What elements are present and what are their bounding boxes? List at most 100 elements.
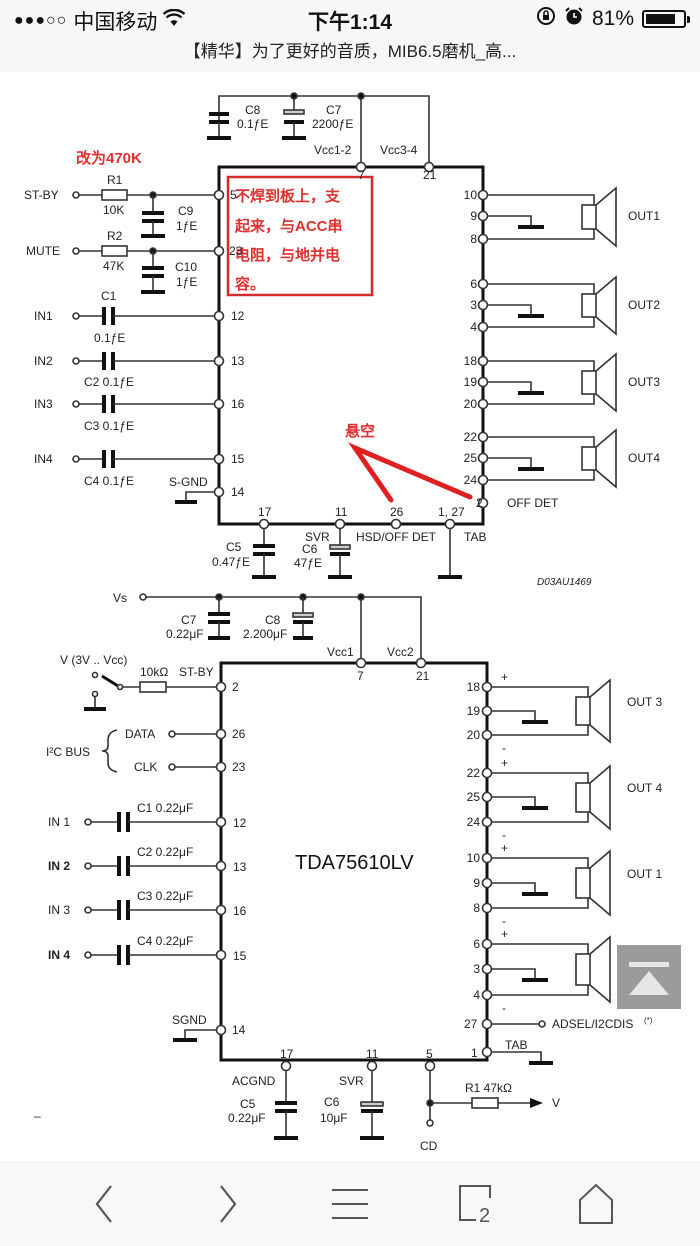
c10-value: 1ƒE bbox=[176, 275, 197, 289]
r1-name: R1 bbox=[107, 173, 123, 187]
speaker-icon bbox=[581, 293, 597, 318]
menu-button[interactable] bbox=[320, 1179, 380, 1229]
tabs-count: 2 bbox=[479, 1205, 490, 1226]
annotation-arrow bbox=[348, 442, 473, 503]
pin-number: 6 bbox=[470, 277, 477, 291]
pin-terminal bbox=[477, 452, 489, 464]
browser-toolbar: 2 bbox=[0, 1162, 700, 1246]
c6-name: C6 bbox=[302, 542, 318, 556]
pin-23: 23 bbox=[229, 244, 243, 258]
pin-terminal bbox=[213, 310, 225, 322]
tabs-button[interactable]: 2 bbox=[444, 1179, 504, 1229]
c9-value: 1ƒE bbox=[176, 219, 197, 233]
pin-number: 22 bbox=[464, 430, 478, 444]
input-label: IN 4 bbox=[48, 948, 70, 962]
output-label: OUT2 bbox=[628, 298, 660, 312]
c4-label: C4 0.1ƒE bbox=[84, 474, 134, 488]
pin-terminal bbox=[481, 989, 493, 1001]
pin-terminal bbox=[481, 767, 493, 779]
plus-sign: + bbox=[501, 756, 508, 770]
annotation-box bbox=[226, 175, 374, 297]
schematic-bottom bbox=[84, 593, 611, 1140]
battery-icon bbox=[642, 10, 690, 28]
box-note-line-1: 不焊到板上，支 bbox=[235, 187, 341, 205]
pin-number: 22 bbox=[467, 766, 481, 780]
pin-terminal bbox=[477, 398, 489, 410]
minus-sign: - bbox=[502, 828, 506, 842]
pin-terminal bbox=[477, 431, 489, 443]
pin-1-b: 1 bbox=[471, 1046, 478, 1060]
pin-27-b: 27 bbox=[464, 1017, 478, 1031]
pin-terminal bbox=[481, 963, 493, 975]
c3-label: C3 0.1ƒE bbox=[84, 419, 134, 433]
chip-name: TDA75610LV bbox=[295, 852, 414, 874]
input-label: IN 3 bbox=[48, 903, 70, 917]
pin-terminal bbox=[215, 949, 227, 961]
c6-value-b: 10μF bbox=[320, 1111, 348, 1125]
pin-terminal bbox=[481, 705, 493, 717]
output-label: OUT 4 bbox=[627, 781, 662, 795]
i2c-label: I²C BUS bbox=[46, 745, 90, 759]
pin-21: 21 bbox=[423, 168, 437, 182]
stray-dash: – bbox=[34, 1109, 41, 1123]
sgnd-label: S-GND bbox=[169, 475, 208, 489]
float-note: 悬空 bbox=[345, 422, 375, 440]
r1-label-b: R1 47kΩ bbox=[465, 1081, 512, 1095]
plus-sign: + bbox=[501, 841, 508, 855]
speaker-icon bbox=[575, 696, 591, 726]
input-label: IN 2 bbox=[48, 859, 70, 873]
sgnd-label-b: SGND bbox=[172, 1013, 207, 1027]
signal-strength-icon: ●●●○○ bbox=[14, 12, 68, 29]
output-label: OUT 3 bbox=[627, 695, 662, 709]
c9-name: C9 bbox=[178, 204, 194, 218]
scroll-to-top-button[interactable] bbox=[617, 945, 681, 1009]
svr-label: SVR bbox=[305, 530, 330, 544]
input-cap-label: C1 0.22μF bbox=[137, 801, 193, 815]
pin-number: 19 bbox=[467, 704, 481, 718]
schematic-top bbox=[72, 92, 617, 579]
pin-number: 9 bbox=[473, 876, 480, 890]
pin-terminal bbox=[481, 852, 493, 864]
input-terminal bbox=[72, 455, 80, 463]
box-note-line-4: 容。 bbox=[234, 275, 265, 293]
speaker-icon bbox=[575, 782, 591, 813]
c7-name-b: C7 bbox=[181, 613, 197, 627]
pin-terminal bbox=[215, 904, 227, 916]
in3-label: IN3 bbox=[34, 397, 53, 411]
pin-number: 20 bbox=[464, 397, 478, 411]
pin-12: 12 bbox=[231, 309, 245, 323]
input-terminal bbox=[72, 357, 80, 365]
pin-terminal bbox=[477, 376, 489, 388]
pin-terminal bbox=[481, 816, 493, 828]
vcc2-label: Vcc2 bbox=[387, 645, 414, 659]
pin-16: 16 bbox=[231, 397, 245, 411]
svr-label-b: SVR bbox=[339, 1074, 364, 1088]
home-button[interactable] bbox=[566, 1179, 626, 1229]
tab-label-b: TAB bbox=[505, 1038, 527, 1052]
pin-terminal bbox=[477, 299, 489, 311]
pin-number: 18 bbox=[464, 354, 478, 368]
stby-label: ST-BY bbox=[24, 188, 59, 202]
vcc34-label: Vcc3-4 bbox=[380, 143, 418, 157]
c7-value-b: 0.22μF bbox=[166, 627, 204, 641]
forward-button[interactable] bbox=[198, 1179, 258, 1229]
c7-name: C7 bbox=[326, 103, 342, 117]
box-note-line-3: 电阻，与地并电 bbox=[235, 246, 340, 264]
pin-number: 15 bbox=[233, 949, 247, 963]
minus-sign: - bbox=[502, 741, 506, 755]
pin-terminal bbox=[477, 321, 489, 333]
scroll-to-top-icon bbox=[629, 962, 669, 995]
tab-label: TAB bbox=[464, 530, 486, 544]
in1-label: IN1 bbox=[34, 309, 53, 323]
orientation-lock-icon bbox=[536, 6, 556, 32]
pin-terminal bbox=[213, 453, 225, 465]
input-terminal bbox=[84, 906, 92, 914]
c2-label: C2 0.1ƒE bbox=[84, 375, 134, 389]
back-button[interactable] bbox=[74, 1179, 134, 1229]
speaker-icon bbox=[581, 204, 597, 230]
resistor-note: 改为470K bbox=[76, 149, 142, 167]
pin-11-b: 11 bbox=[366, 1047, 379, 1061]
pin-number: 4 bbox=[473, 988, 480, 1002]
acgnd-label: ACGND bbox=[232, 1074, 276, 1088]
c6-name-b: C6 bbox=[324, 1095, 340, 1109]
